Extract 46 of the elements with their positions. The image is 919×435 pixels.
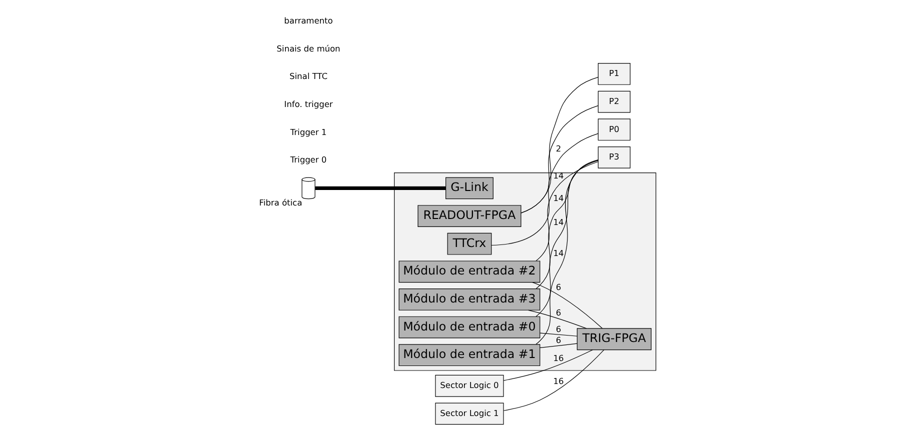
edge-label: 6	[555, 324, 561, 334]
label: Sinais de múon	[276, 43, 340, 54]
edge-label: 6	[555, 334, 561, 345]
label: barramento	[284, 15, 332, 26]
connector	[535, 160, 598, 289]
node-box: TTCrx	[446, 232, 492, 255]
label: Sinal TTC	[288, 71, 327, 82]
edge-label: 14	[552, 217, 564, 228]
node-box: Módulo de entrada #3	[398, 288, 540, 310]
connector	[520, 76, 598, 214]
connector	[490, 133, 598, 246]
node-box: P1	[597, 63, 630, 85]
connector	[535, 160, 598, 317]
connector	[535, 159, 598, 345]
edge-label: 6	[555, 308, 561, 318]
cluster	[394, 172, 656, 371]
node-box: Módulo de entrada #0	[398, 316, 540, 338]
node-box: P0	[597, 118, 630, 141]
node-box: G-Link	[445, 177, 493, 200]
connector	[314, 186, 446, 190]
node-box: P3	[597, 146, 630, 168]
edge-label: 14	[552, 192, 564, 203]
connector	[502, 350, 592, 381]
node-label: Fibra ótica	[258, 197, 302, 208]
edge-label: 6	[555, 282, 561, 292]
connector	[535, 161, 598, 262]
node-box: Sector Logic 1	[434, 402, 504, 425]
node-box: Módulo de entrada #1	[398, 344, 540, 366]
edge-label: 2	[555, 144, 561, 154]
connector	[539, 343, 577, 348]
connector	[520, 105, 598, 214]
label: Trigger 1	[290, 126, 326, 137]
edge-label: 16	[552, 376, 564, 386]
node-box: Módulo de entrada #2	[398, 260, 540, 283]
node-box: Sector Logic 0	[434, 374, 504, 397]
edge-label: 14	[552, 248, 564, 258]
edge-label: 16	[552, 353, 564, 364]
connector	[532, 282, 602, 329]
node-box: TRIG-FPGA	[576, 328, 651, 350]
connector	[502, 350, 604, 411]
label: Info. trigger	[284, 98, 332, 109]
label: Trigger 0	[290, 154, 326, 165]
node-box: P2	[597, 90, 630, 113]
connector	[528, 310, 586, 329]
connector	[539, 332, 577, 336]
node-box: READOUT-FPGA	[417, 205, 521, 227]
